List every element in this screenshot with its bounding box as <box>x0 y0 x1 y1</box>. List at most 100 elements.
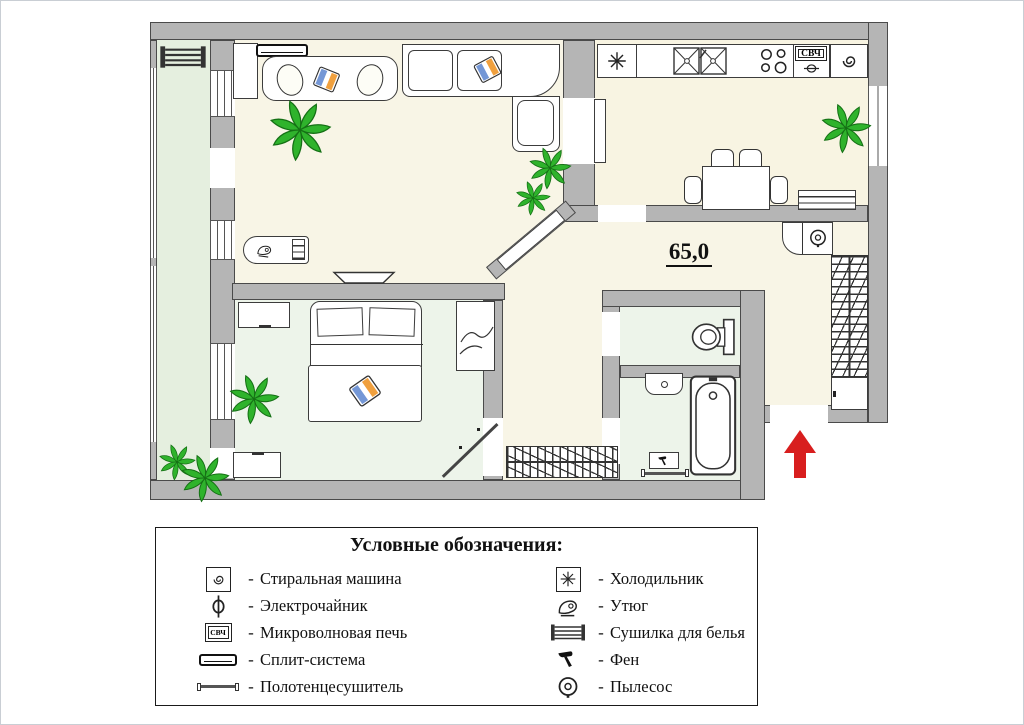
window <box>210 148 235 188</box>
washing-machine-icon <box>205 566 231 592</box>
microwave-kettle-cell: СВЧ <box>793 44 830 78</box>
wall <box>740 290 765 500</box>
washing-machine <box>830 44 868 78</box>
double-sink <box>672 46 728 76</box>
plant <box>180 453 230 503</box>
entrance-door-gap <box>770 405 828 423</box>
door-hinge-dot <box>477 428 481 432</box>
hall-cabinet <box>831 377 868 410</box>
window <box>210 343 235 420</box>
fridge <box>597 44 637 78</box>
vacuum-icon <box>555 674 581 700</box>
legend-label: Микроволновая печь <box>260 622 408 642</box>
vacuum-icon <box>807 227 829 249</box>
legend-item: - Электрочайник <box>194 593 407 620</box>
blanket-lines <box>459 326 494 355</box>
wall <box>868 22 888 423</box>
towel-dryer-icon <box>197 682 239 691</box>
iron-rest <box>292 239 305 260</box>
legend-title: Условные обозначения: <box>349 534 564 556</box>
legend-item: - Стиральная машина <box>194 566 407 593</box>
legend-item: СВЧ - Микроволновая печь <box>194 620 407 647</box>
microwave-icon: СВЧ <box>795 46 827 61</box>
kitchen-side-door <box>563 98 595 164</box>
bed-head <box>310 301 423 367</box>
legend-item: - Полотенцесушитель <box>194 673 407 700</box>
entrance-arrow-icon <box>784 430 816 453</box>
iron-icon <box>255 240 275 260</box>
drying-rack-icon <box>550 623 586 642</box>
bathtub <box>689 375 737 476</box>
iron-icon <box>556 594 581 619</box>
balcony-window <box>150 68 157 258</box>
seat-cushion <box>272 60 308 100</box>
bed-pillow <box>368 307 416 337</box>
chair <box>684 176 702 204</box>
balcony-floor <box>157 40 210 480</box>
split-system-icon <box>199 653 237 666</box>
stove-icon <box>755 45 793 77</box>
nightstand <box>238 302 290 328</box>
balcony-window <box>150 266 157 442</box>
seat-cushion <box>517 100 554 146</box>
divider <box>802 223 803 254</box>
chair <box>770 176 788 204</box>
microwave-label: СВЧ <box>798 49 824 59</box>
wall <box>150 480 765 500</box>
wc-door-gap <box>602 312 620 356</box>
legend-label: Фен <box>610 649 640 669</box>
legend-label: Пылесос <box>610 676 673 696</box>
wardrobe-hangers <box>506 446 618 478</box>
area-label: 65,0 <box>652 239 726 267</box>
vacuum-closet <box>782 222 833 255</box>
hair-dryer-icon <box>556 647 581 672</box>
plant <box>228 373 280 425</box>
hair-dryer-icon <box>657 454 671 468</box>
washing-machine-icon <box>837 49 861 73</box>
legend-label: Утюг <box>610 596 648 616</box>
legend-label: Стиральная машина <box>260 569 402 589</box>
wall <box>150 22 888 40</box>
door-hinge-dot <box>459 446 463 450</box>
toilet <box>690 316 737 358</box>
legend-label: Сплит-система <box>260 649 366 669</box>
legend-right-column: - Холодильник - Утюг - Сушилка для белья… <box>544 566 745 700</box>
fridge-icon <box>605 49 629 73</box>
faucet <box>661 381 668 388</box>
kettle-icon <box>206 594 231 619</box>
kitchen-hall-door <box>598 205 646 222</box>
legend-item: - Пылесос <box>544 673 745 700</box>
knob <box>259 325 271 328</box>
bathroom-sink <box>645 373 683 395</box>
plant <box>515 180 551 216</box>
legend-item: - Утюг <box>544 593 745 620</box>
corner-sofa-chaise <box>512 96 560 152</box>
legend-label: Холодильник <box>610 569 704 589</box>
plant <box>820 102 872 154</box>
microwave-icon: СВЧ <box>204 623 232 643</box>
bench <box>798 190 856 210</box>
ironing-board <box>243 236 309 264</box>
wall <box>602 290 755 307</box>
sheet-line <box>311 344 423 345</box>
fridge-icon <box>555 566 581 592</box>
legend-item: - Фен <box>544 646 745 673</box>
legend-label: Электрочайник <box>260 596 368 616</box>
legend-item: - Сушилка для белья <box>544 620 745 647</box>
legend-item: - Холодильник <box>544 566 745 593</box>
seat-cushion <box>408 50 453 91</box>
wardrobe-hangers <box>831 255 868 378</box>
entrance-arrow-stem <box>794 451 806 478</box>
knob <box>833 391 836 397</box>
dining-table <box>702 166 770 210</box>
drying-rack-icon <box>159 44 207 70</box>
legend-box: Условные обозначения: - Стиральная машин… <box>155 527 758 706</box>
kettle-icon <box>803 60 820 77</box>
bed-pillow <box>316 307 364 337</box>
bedroom-wardrobe <box>456 301 495 371</box>
tv <box>332 271 396 285</box>
wall <box>232 283 505 300</box>
seat-cushion <box>352 60 388 100</box>
cabinet <box>233 43 258 99</box>
